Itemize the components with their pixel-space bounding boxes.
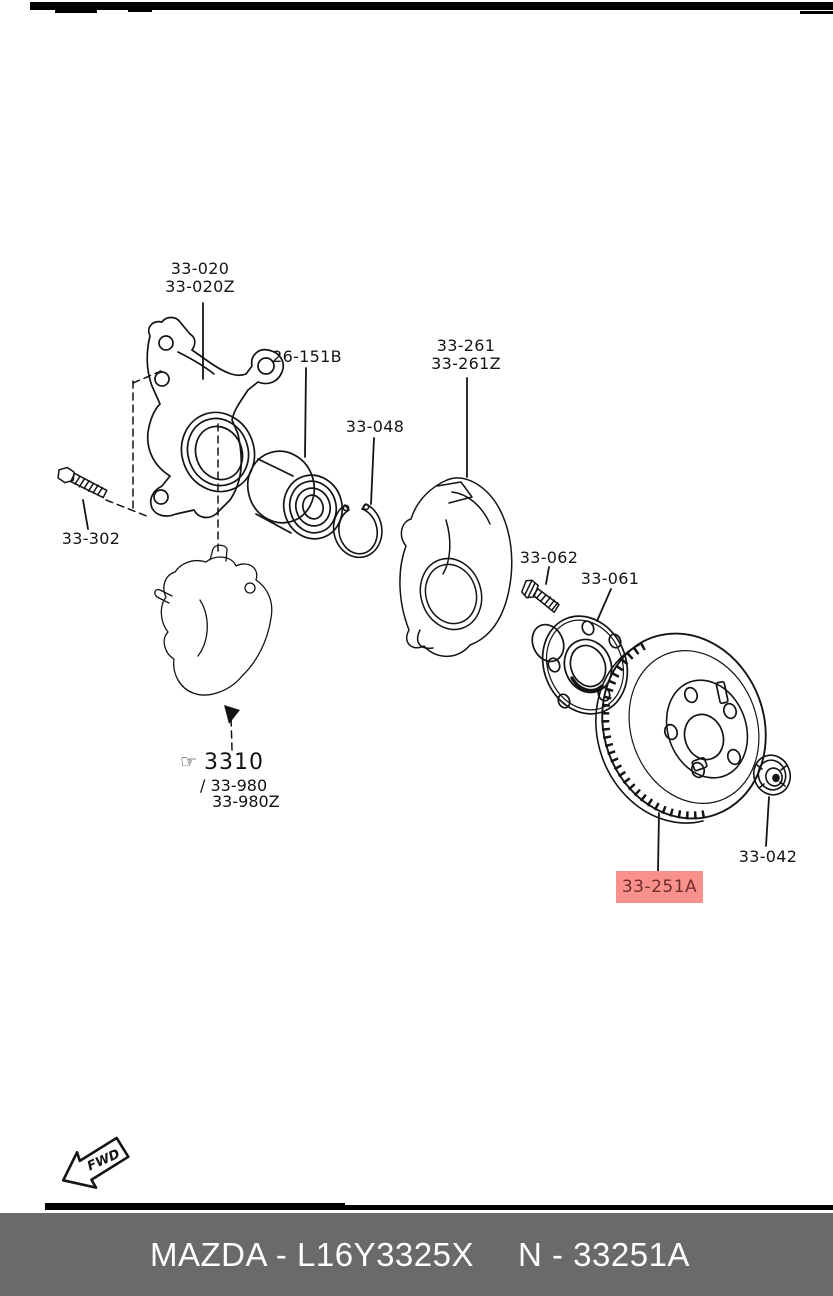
part-label-dust-shield-line1: 33-261 xyxy=(436,336,496,355)
pointing-hand-icon: ☞ xyxy=(180,751,198,773)
assembly-dashed-lines xyxy=(105,370,233,751)
part-label-snap-ring[interactable]: 33-048 xyxy=(345,417,405,436)
part-label-hub[interactable]: 33-061 xyxy=(580,569,640,588)
part-label-bearing[interactable]: 26-151B xyxy=(272,347,342,366)
wheel-hub-drawing xyxy=(531,615,629,715)
part-label-caliper-sub2[interactable]: 33-980Z xyxy=(212,792,280,811)
part-label-caliper[interactable]: ☞ 3310 xyxy=(180,750,264,775)
part-label-caliper-number: 3310 xyxy=(204,750,265,775)
footer-catalog-code: MAZDA - L16Y3325X xyxy=(150,1235,474,1273)
part-label-brake-disc-highlighted[interactable]: 33-251A xyxy=(616,871,703,903)
footer-part-number: N - 33251A xyxy=(518,1235,690,1273)
wheel-stud-drawing xyxy=(521,579,560,614)
part-label-knuckle-line2: 33-020Z xyxy=(165,277,235,296)
brake-caliper-drawing xyxy=(154,544,273,696)
steering-knuckle-drawing xyxy=(146,316,285,519)
scan-border-top xyxy=(30,2,833,14)
leader-lines xyxy=(82,302,770,872)
part-label-dust-shield[interactable]: 33-261 33-261Z xyxy=(431,337,501,373)
footer-bar: MAZDA - L16Y3325X N - 33251A xyxy=(0,1213,833,1296)
scan-border-bottom xyxy=(45,1203,833,1210)
part-label-knuckle[interactable]: 33-020 33-020Z xyxy=(165,260,235,296)
wheel-bearing-drawing xyxy=(246,450,344,540)
part-label-knuckle-line1: 33-020 xyxy=(170,259,230,278)
fwd-arrow: FWD xyxy=(61,1136,130,1189)
part-label-knuckle-bolt[interactable]: 33-302 xyxy=(61,529,121,548)
snap-ring-drawing xyxy=(332,503,383,559)
hub-nut-drawing xyxy=(752,754,792,796)
caliper-arrowhead xyxy=(224,705,240,724)
part-label-hub-nut[interactable]: 33-042 xyxy=(738,847,798,866)
part-label-caliper-sub1[interactable]: / 33-980 xyxy=(200,776,268,795)
knuckle-bolt-drawing xyxy=(57,466,108,499)
brake-disc-drawing xyxy=(595,632,767,824)
part-label-wheel-stud[interactable]: 33-062 xyxy=(519,548,579,567)
part-label-dust-shield-line2: 33-261Z xyxy=(431,354,501,373)
footer-text: MAZDA - L16Y3325X N - 33251A xyxy=(150,1236,690,1274)
dust-shield-drawing xyxy=(399,477,513,658)
